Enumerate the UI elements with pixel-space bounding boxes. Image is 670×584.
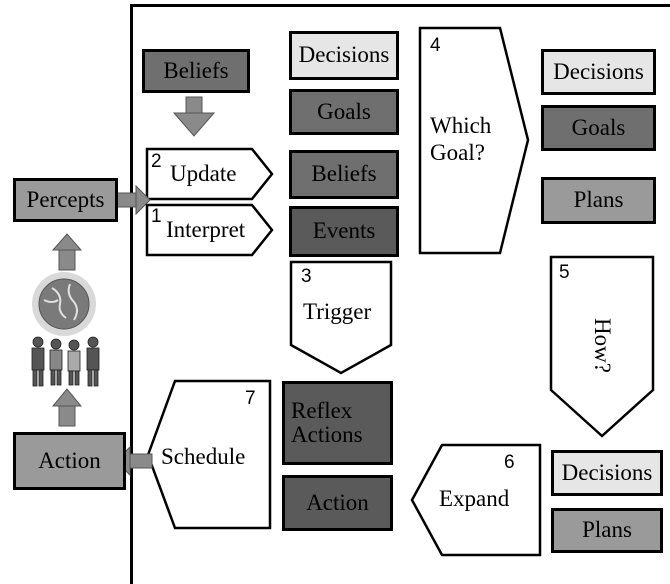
reflex-actions-box: Reflex Actions bbox=[282, 381, 393, 465]
update-number: 2 bbox=[151, 151, 162, 172]
interpret-shape bbox=[145, 203, 274, 257]
schedule-label: Schedule bbox=[161, 444, 246, 469]
beliefs-box-2: Beliefs bbox=[289, 150, 399, 199]
arrow-right-icon bbox=[115, 184, 151, 216]
how-number: 5 bbox=[559, 262, 570, 283]
how-label: How? bbox=[590, 318, 615, 373]
arrow-down-icon bbox=[172, 96, 216, 137]
people-icon bbox=[31, 336, 100, 387]
goals-box-1: Goals bbox=[289, 89, 399, 135]
which-goal-label: Which Goal? bbox=[430, 113, 492, 166]
schedule-number: 7 bbox=[245, 388, 256, 409]
action-box: Action bbox=[13, 432, 126, 490]
expand-number: 6 bbox=[504, 452, 515, 473]
goals-box-2: Goals bbox=[541, 105, 656, 151]
plans-box-3: Plans bbox=[551, 508, 663, 553]
arrow-up-icon bbox=[51, 388, 83, 427]
which-goal-shape bbox=[418, 26, 530, 255]
trigger-label: Trigger bbox=[303, 299, 372, 324]
action-inner-box: Action bbox=[282, 475, 393, 531]
decisions-box-3: Decisions bbox=[551, 450, 663, 496]
plans-box-2: Plans bbox=[541, 177, 656, 224]
interpret-label: Interpret bbox=[166, 217, 246, 242]
expand-label: Expand bbox=[439, 486, 510, 511]
decisions-box-1: Decisions bbox=[289, 31, 399, 80]
agent-boundary bbox=[130, 4, 670, 584]
arrow-up-icon bbox=[51, 233, 83, 271]
decisions-box-2: Decisions bbox=[541, 49, 656, 95]
interpret-number: 1 bbox=[151, 206, 162, 227]
expand-shape bbox=[410, 443, 542, 557]
percepts-box: Percepts bbox=[13, 178, 118, 222]
update-shape bbox=[145, 147, 274, 201]
trigger-shape bbox=[289, 260, 393, 375]
schedule-shape bbox=[146, 379, 272, 530]
trigger-number: 3 bbox=[301, 266, 312, 287]
beliefs-top-box: Beliefs bbox=[142, 49, 250, 93]
how-shape bbox=[549, 255, 655, 438]
which-goal-number: 4 bbox=[430, 35, 441, 56]
update-label: Update bbox=[170, 161, 237, 186]
globe-icon bbox=[32, 272, 96, 336]
events-box: Events bbox=[289, 206, 399, 257]
